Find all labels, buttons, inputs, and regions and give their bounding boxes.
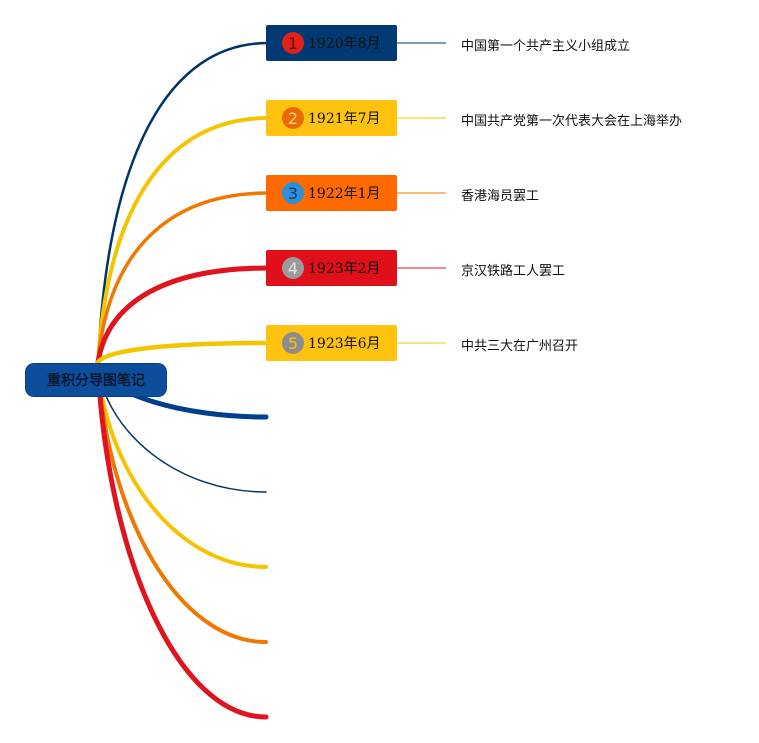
subtopic-event-3[interactable]: 香港海员罢工 <box>461 189 540 204</box>
topic-node-5[interactable]: 5 1923年6月 <box>266 325 397 361</box>
topic-date-5: 1923年6月 <box>308 336 381 352</box>
topic-date-3: 1922年1月 <box>308 186 381 202</box>
root-topic[interactable]: 重积分导图笔记 <box>25 363 167 397</box>
topic-node-3[interactable]: 3 1922年1月 <box>266 175 397 211</box>
subtopic-event-4[interactable]: 京汉铁路工人罢工 <box>461 264 566 279</box>
subtopic-event-1[interactable]: 中国第一个共产主义小组成立 <box>461 39 631 54</box>
subtopic-event-5[interactable]: 中共三大在广州召开 <box>461 339 579 354</box>
topic-node-2[interactable]: 2 1921年7月 <box>266 100 397 136</box>
topic-node-1[interactable]: 1 1920年8月 <box>266 25 397 61</box>
branch-line-4 <box>95 265 271 365</box>
branch-line-2 <box>96 116 270 364</box>
branch-line-1 <box>96 41 270 364</box>
branch-line-5 <box>95 340 271 365</box>
branch-line-3 <box>96 191 270 364</box>
priority-badge-3-icon: 3 <box>282 182 304 204</box>
empty-branch-line-5 <box>95 365 269 720</box>
priority-badge-1-icon: 1 <box>282 32 304 54</box>
empty-branch-line-3 <box>96 366 268 569</box>
priority-badge-2-icon: 2 <box>282 107 304 129</box>
topic-node-4[interactable]: 4 1923年2月 <box>266 250 397 286</box>
root-topic-label: 重积分导图笔记 <box>47 373 145 389</box>
topic-date-1: 1920年8月 <box>308 36 381 52</box>
topic-date-4: 1923年2月 <box>308 261 381 277</box>
subtopic-event-2[interactable]: 中国共产党第一次代表大会在上海举办 <box>461 114 683 129</box>
topic-date-2: 1921年7月 <box>308 111 381 127</box>
priority-badge-4-icon: 4 <box>282 257 304 279</box>
priority-badge-5-icon: 5 <box>282 332 304 354</box>
